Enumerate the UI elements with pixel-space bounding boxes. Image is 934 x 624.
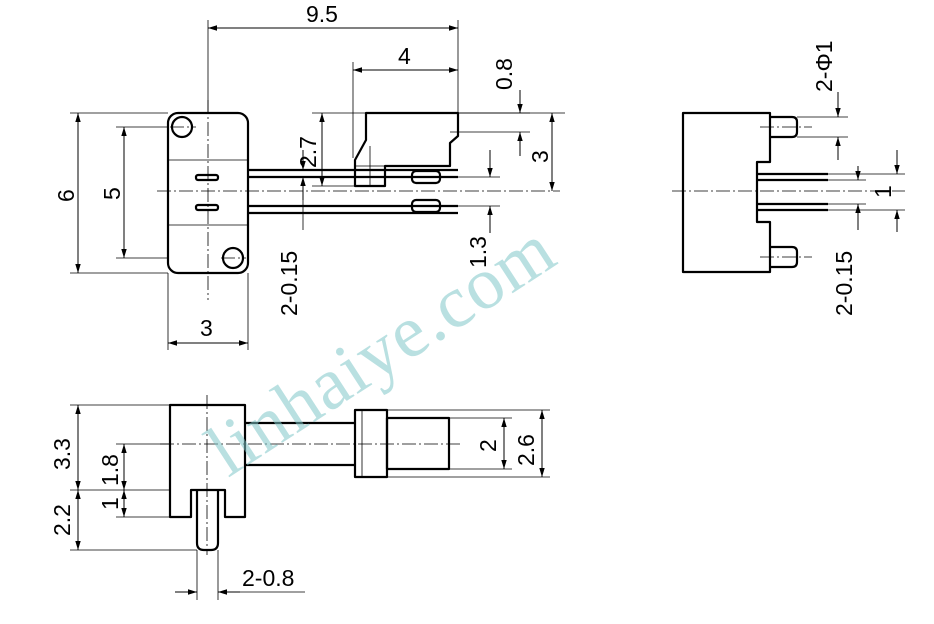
dim-2-0-15-side: 2-0.15	[831, 251, 857, 316]
dim-3-right: 3	[527, 150, 553, 163]
side-view: 2-Φ1 1 2-0.15	[672, 40, 905, 316]
dim-4: 4	[398, 43, 411, 69]
dim-2-7: 2.7	[295, 136, 321, 168]
dim-3-3: 3.3	[49, 438, 75, 470]
dim-2-0-15-top: 2-0.15	[276, 251, 302, 316]
dim-1-side: 1	[870, 185, 896, 198]
dim-9-5: 9.5	[306, 1, 338, 27]
dim-5: 5	[99, 187, 125, 200]
dim-2-phi1: 2-Φ1	[811, 40, 837, 92]
dim-2-2: 2.2	[49, 504, 75, 536]
dim-2: 2	[475, 439, 501, 452]
dim-6: 6	[53, 189, 79, 202]
top-view-actuator	[353, 111, 460, 188]
dim-1-8: 1.8	[97, 454, 123, 486]
dim-1-3: 1.3	[465, 236, 491, 268]
dim-0-8: 0.8	[491, 58, 517, 90]
front-view-pin	[195, 490, 220, 552]
front-view-actuator-sleeve	[353, 408, 389, 479]
dim-2-0-8: 2-0.8	[242, 565, 294, 591]
dim-2-6: 2.6	[513, 434, 539, 466]
front-view: 3.3 1.8 2.2 1 2 2.6 2-0.8	[49, 395, 550, 600]
front-view-body	[168, 403, 247, 519]
top-view: 9.5 4 0.8 3 2.7 6 5 2-0.15	[53, 1, 565, 350]
dim-3-bottom: 3	[200, 315, 213, 341]
side-view-body	[681, 111, 772, 274]
dim-1-front: 1	[97, 497, 123, 510]
